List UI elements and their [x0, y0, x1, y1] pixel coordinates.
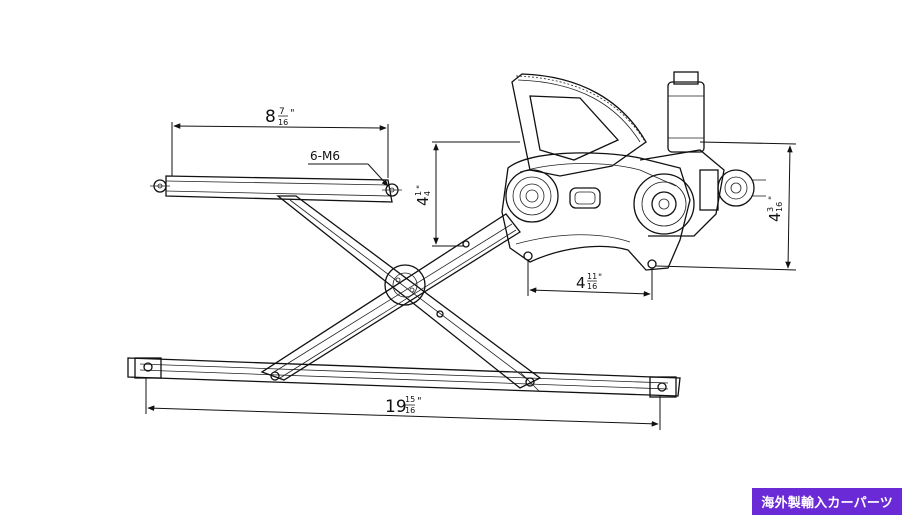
dim-motor-whole: 4 [766, 212, 784, 222]
dimension-left-height: 4 1 4 " [414, 141, 520, 247]
dim-motor-den: 16 [775, 202, 784, 212]
dimension-bottom-rail: 19 15 16 " [145, 378, 661, 430]
bottom-rail [127, 357, 681, 398]
sector-gear [511, 73, 647, 177]
dim-bottom-mark: " [417, 396, 422, 407]
dim-bracket-whole: 4 [576, 274, 586, 292]
dim-bottom-den: 16 [405, 406, 415, 415]
dim-left-den: 4 [423, 191, 432, 196]
dim-top-whole: 8 [265, 107, 276, 127]
dim-top-den: 16 [278, 118, 288, 127]
dimension-motor-height: 4 3 16 " [655, 141, 797, 271]
dim-left-num: 1 [414, 191, 423, 196]
mounting-bracket [462, 152, 691, 271]
motor-assembly [633, 71, 766, 237]
dimension-top-rail: 8 7 16 " [171, 107, 389, 178]
dim-top-num: 7 [279, 107, 285, 117]
dim-bracket-mark: " [598, 273, 602, 283]
dim-left-mark: " [416, 185, 426, 189]
dim-top-mark: " [290, 108, 295, 119]
scissor-arms [260, 195, 542, 389]
top-rail [150, 175, 402, 203]
bolt-callout: 6-M6 [308, 149, 389, 187]
dim-motor-mark: " [768, 196, 778, 200]
dim-bracket-num: 11 [587, 272, 597, 281]
dim-motor-num: 3 [766, 207, 775, 212]
dimension-bracket-width: 4 11 16 " [527, 260, 653, 300]
dim-bottom-whole: 19 [385, 397, 407, 417]
dim-bottom-num: 15 [405, 395, 415, 404]
dim-bracket-den: 16 [587, 282, 597, 291]
dim-left-whole: 4 [414, 196, 432, 206]
bolt-label: 6-M6 [310, 149, 340, 163]
watermark-badge: 海外製輸入カーパーツ [752, 488, 902, 515]
